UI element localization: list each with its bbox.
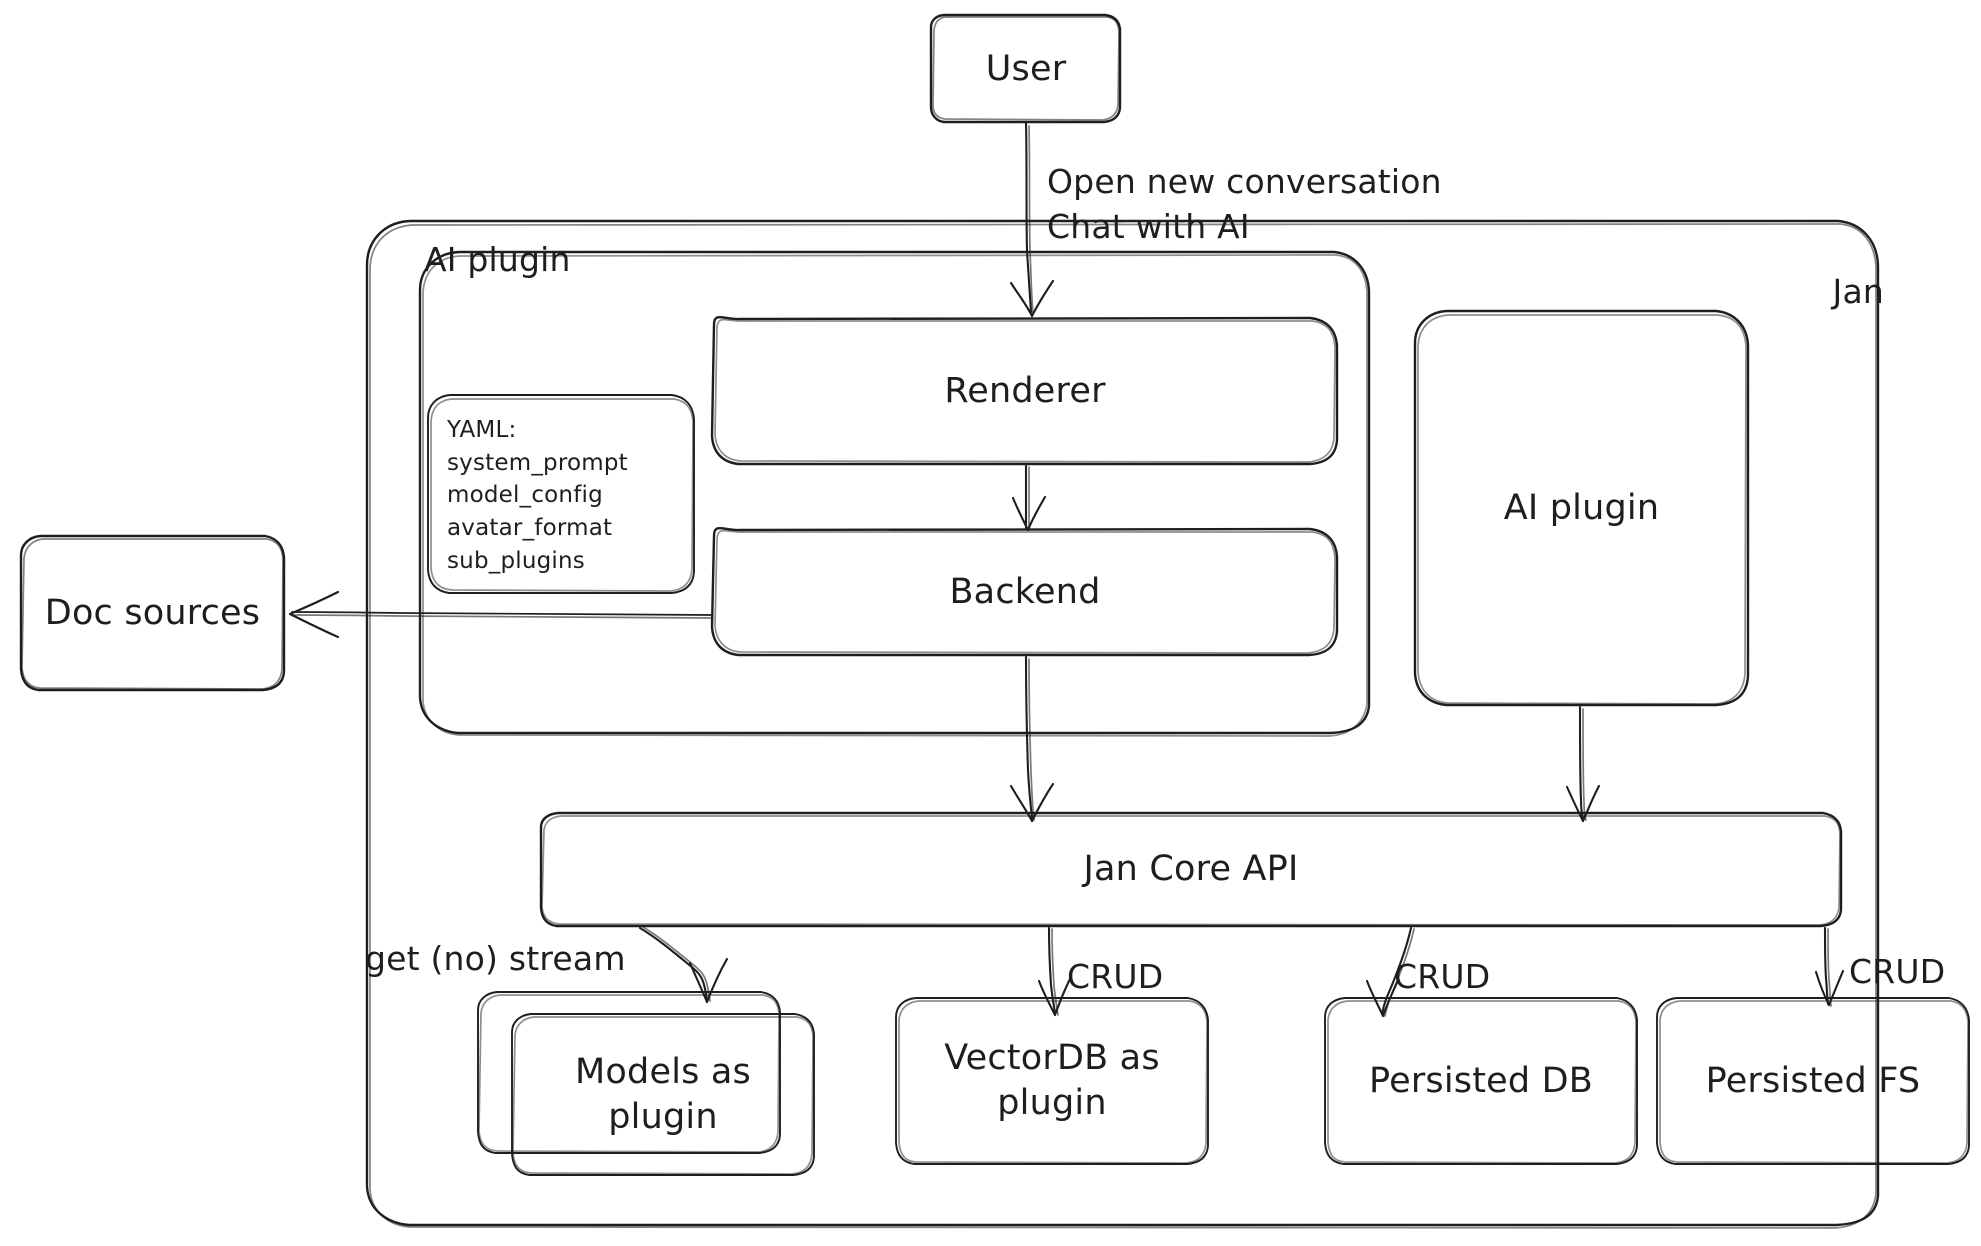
node-doc-sources-outline[interactable] [19, 534, 286, 692]
node-label-yaml-card: YAML: system_prompt model_config avatar_… [447, 417, 628, 574]
node-label-persisted-fs: Persisted FS [1705, 1060, 1921, 1101]
node-backend-outline[interactable] [710, 526, 1339, 657]
edge-label-crud-vectordb: CRUD [1067, 957, 1164, 996]
node-label-jan-core-api: Jan Core API [1083, 849, 1299, 890]
node-label-vectordb-plugin: VectorDB as plugin [944, 1038, 1160, 1123]
edge-core-api-to-persisted-fs[interactable] [1814, 926, 1845, 1007]
node-jan-core-api-outline[interactable] [539, 811, 1843, 928]
edge-label-crud-persisted-db: CRUD [1394, 957, 1491, 996]
node-persisted-fs-outline[interactable] [1656, 997, 1970, 1165]
node-label-user: User [985, 48, 1067, 89]
node-ai-plugin-outline[interactable] [1413, 309, 1750, 707]
container-ai-plugin-group-outline[interactable] [418, 250, 1371, 737]
node-label-ai-plugin: AI plugin [1503, 487, 1660, 528]
edge-label-crud-persisted-fs: CRUD [1849, 952, 1946, 991]
container-label-jan: Jan [1832, 272, 1884, 311]
node-label-models-plugin: Models as plugin [575, 1051, 751, 1137]
node-renderer-outline[interactable] [710, 315, 1339, 466]
node-models-plugin-outline-back[interactable] [477, 991, 781, 1154]
node-label-doc-sources: Doc sources [44, 592, 261, 633]
edge-ai-plugin-to-core-api[interactable] [1565, 705, 1601, 823]
edge-user-to-renderer[interactable] [1009, 121, 1055, 318]
edge-core-api-to-models[interactable] [638, 926, 729, 1004]
edge-renderer-to-backend[interactable] [1011, 464, 1047, 532]
edge-label-user-to-renderer-line2: Chat with AI [1047, 207, 1250, 246]
container-jan-outline[interactable] [365, 219, 1880, 1229]
node-vectordb-plugin-outline[interactable] [895, 997, 1209, 1165]
edge-backend-to-doc-sources[interactable] [288, 590, 713, 639]
node-persisted-db-outline[interactable] [1324, 997, 1638, 1165]
node-yaml-card-outline[interactable] [427, 394, 695, 594]
node-user-outline[interactable] [929, 13, 1122, 124]
node-label-renderer: Renderer [944, 370, 1106, 411]
edge-backend-to-core-api[interactable] [1009, 655, 1055, 823]
container-label-ai-plugin-group: AI plugin [424, 240, 571, 279]
edge-label-user-to-renderer-line1: Open new conversation [1047, 162, 1442, 201]
node-label-persisted-db: Persisted DB [1369, 1060, 1593, 1101]
node-models-plugin-outline-front[interactable] [511, 1013, 815, 1176]
edge-label-get-no-stream: get (no) stream [365, 939, 626, 978]
edge-core-api-to-vectordb[interactable] [1037, 926, 1072, 1017]
node-label-backend: Backend [949, 571, 1101, 612]
